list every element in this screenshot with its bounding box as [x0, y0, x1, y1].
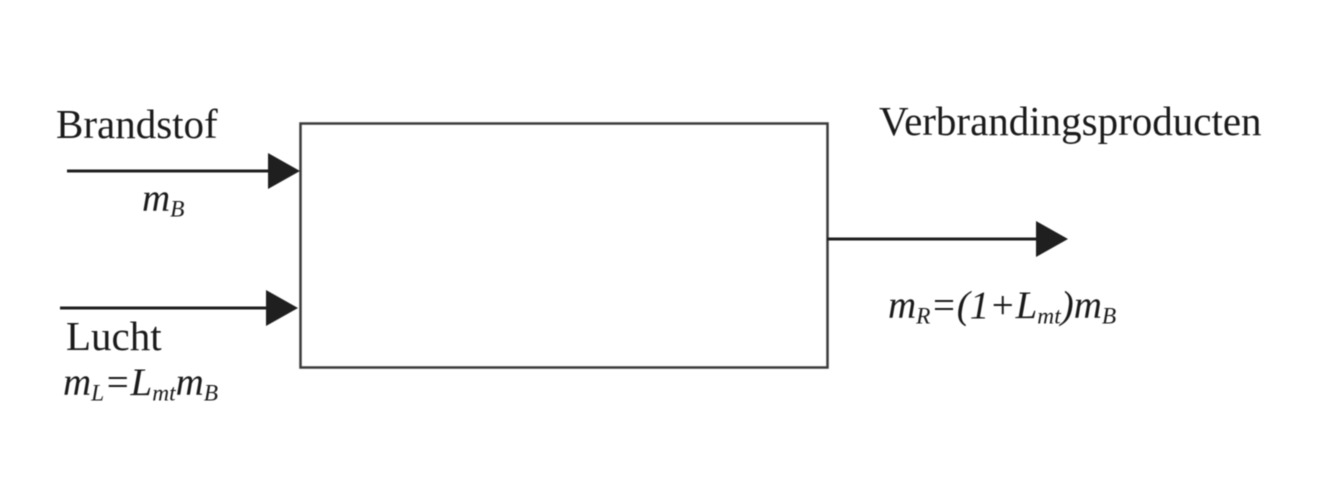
fuel-stream-label: Brandstof	[56, 101, 218, 147]
products-flow-formula: mR=(1+Lmt)mB	[888, 286, 1116, 329]
fuel-input-arrow	[67, 153, 300, 189]
fuel-flow-formula: mB	[142, 179, 184, 222]
air-flow-sub2: mt	[152, 380, 176, 407]
products-flow-sub2: mt	[1037, 303, 1061, 330]
process-box	[299, 122, 829, 369]
air-flow-op1: =	[104, 361, 131, 404]
air-arrowhead-icon	[266, 290, 298, 326]
products-flow-var1: m	[888, 284, 917, 327]
air-input-arrow	[60, 290, 298, 326]
products-flow-op1: =(1+	[930, 284, 1016, 327]
fuel-flow-var: m	[142, 177, 171, 220]
fuel-flow-sub: B	[170, 196, 185, 223]
air-flow-var3: m	[175, 361, 204, 404]
air-stream-label: Lucht	[66, 313, 162, 359]
products-flow-var3: m	[1073, 284, 1102, 327]
products-stream-label: Verbrandingsproducten	[879, 98, 1262, 144]
air-flow-sub3: B	[203, 380, 219, 407]
air-flow-formula: mL=LmtmB	[63, 363, 218, 406]
air-flow-var1: m	[63, 361, 92, 404]
air-flow-var2: L	[130, 361, 153, 404]
products-arrowhead-icon	[1036, 221, 1068, 257]
products-flow-var2: L	[1015, 284, 1038, 327]
fuel-arrowhead-icon	[268, 153, 300, 189]
products-flow-sub3: B	[1101, 303, 1117, 330]
products-flow-op2: )	[1060, 284, 1074, 327]
air-flow-sub1: L	[91, 380, 105, 407]
products-output-arrow	[827, 221, 1068, 257]
products-flow-sub1: R	[916, 303, 931, 330]
